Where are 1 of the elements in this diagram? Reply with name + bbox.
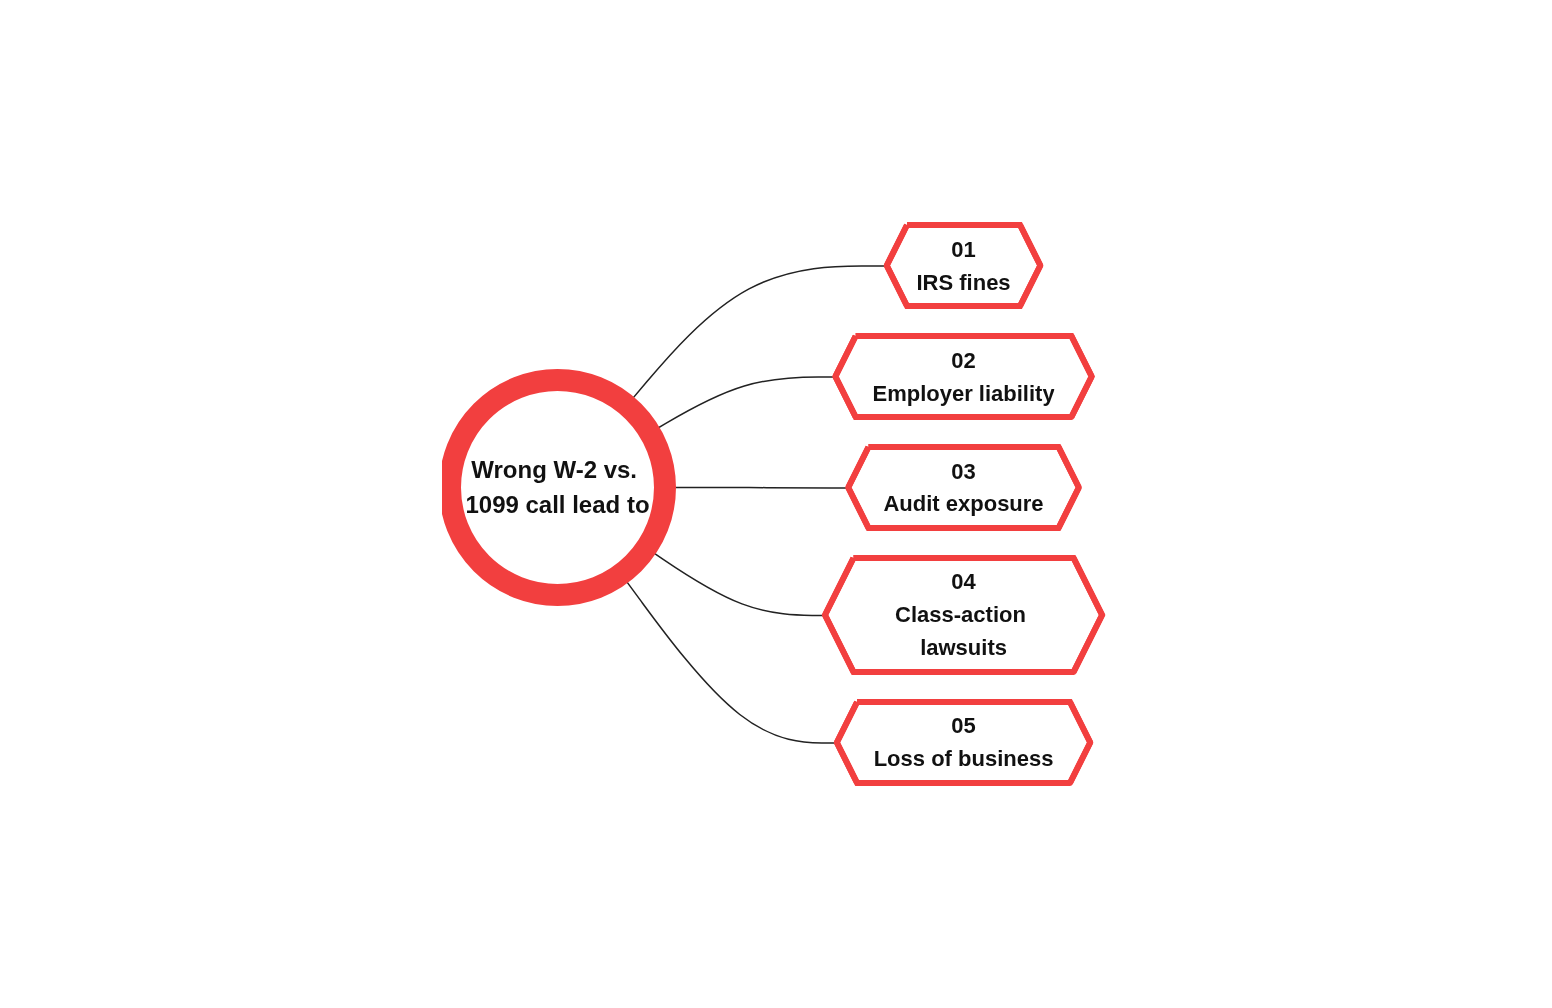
node-circle: Wrong W-2 vs. 1099 call lead to bbox=[441, 369, 676, 606]
